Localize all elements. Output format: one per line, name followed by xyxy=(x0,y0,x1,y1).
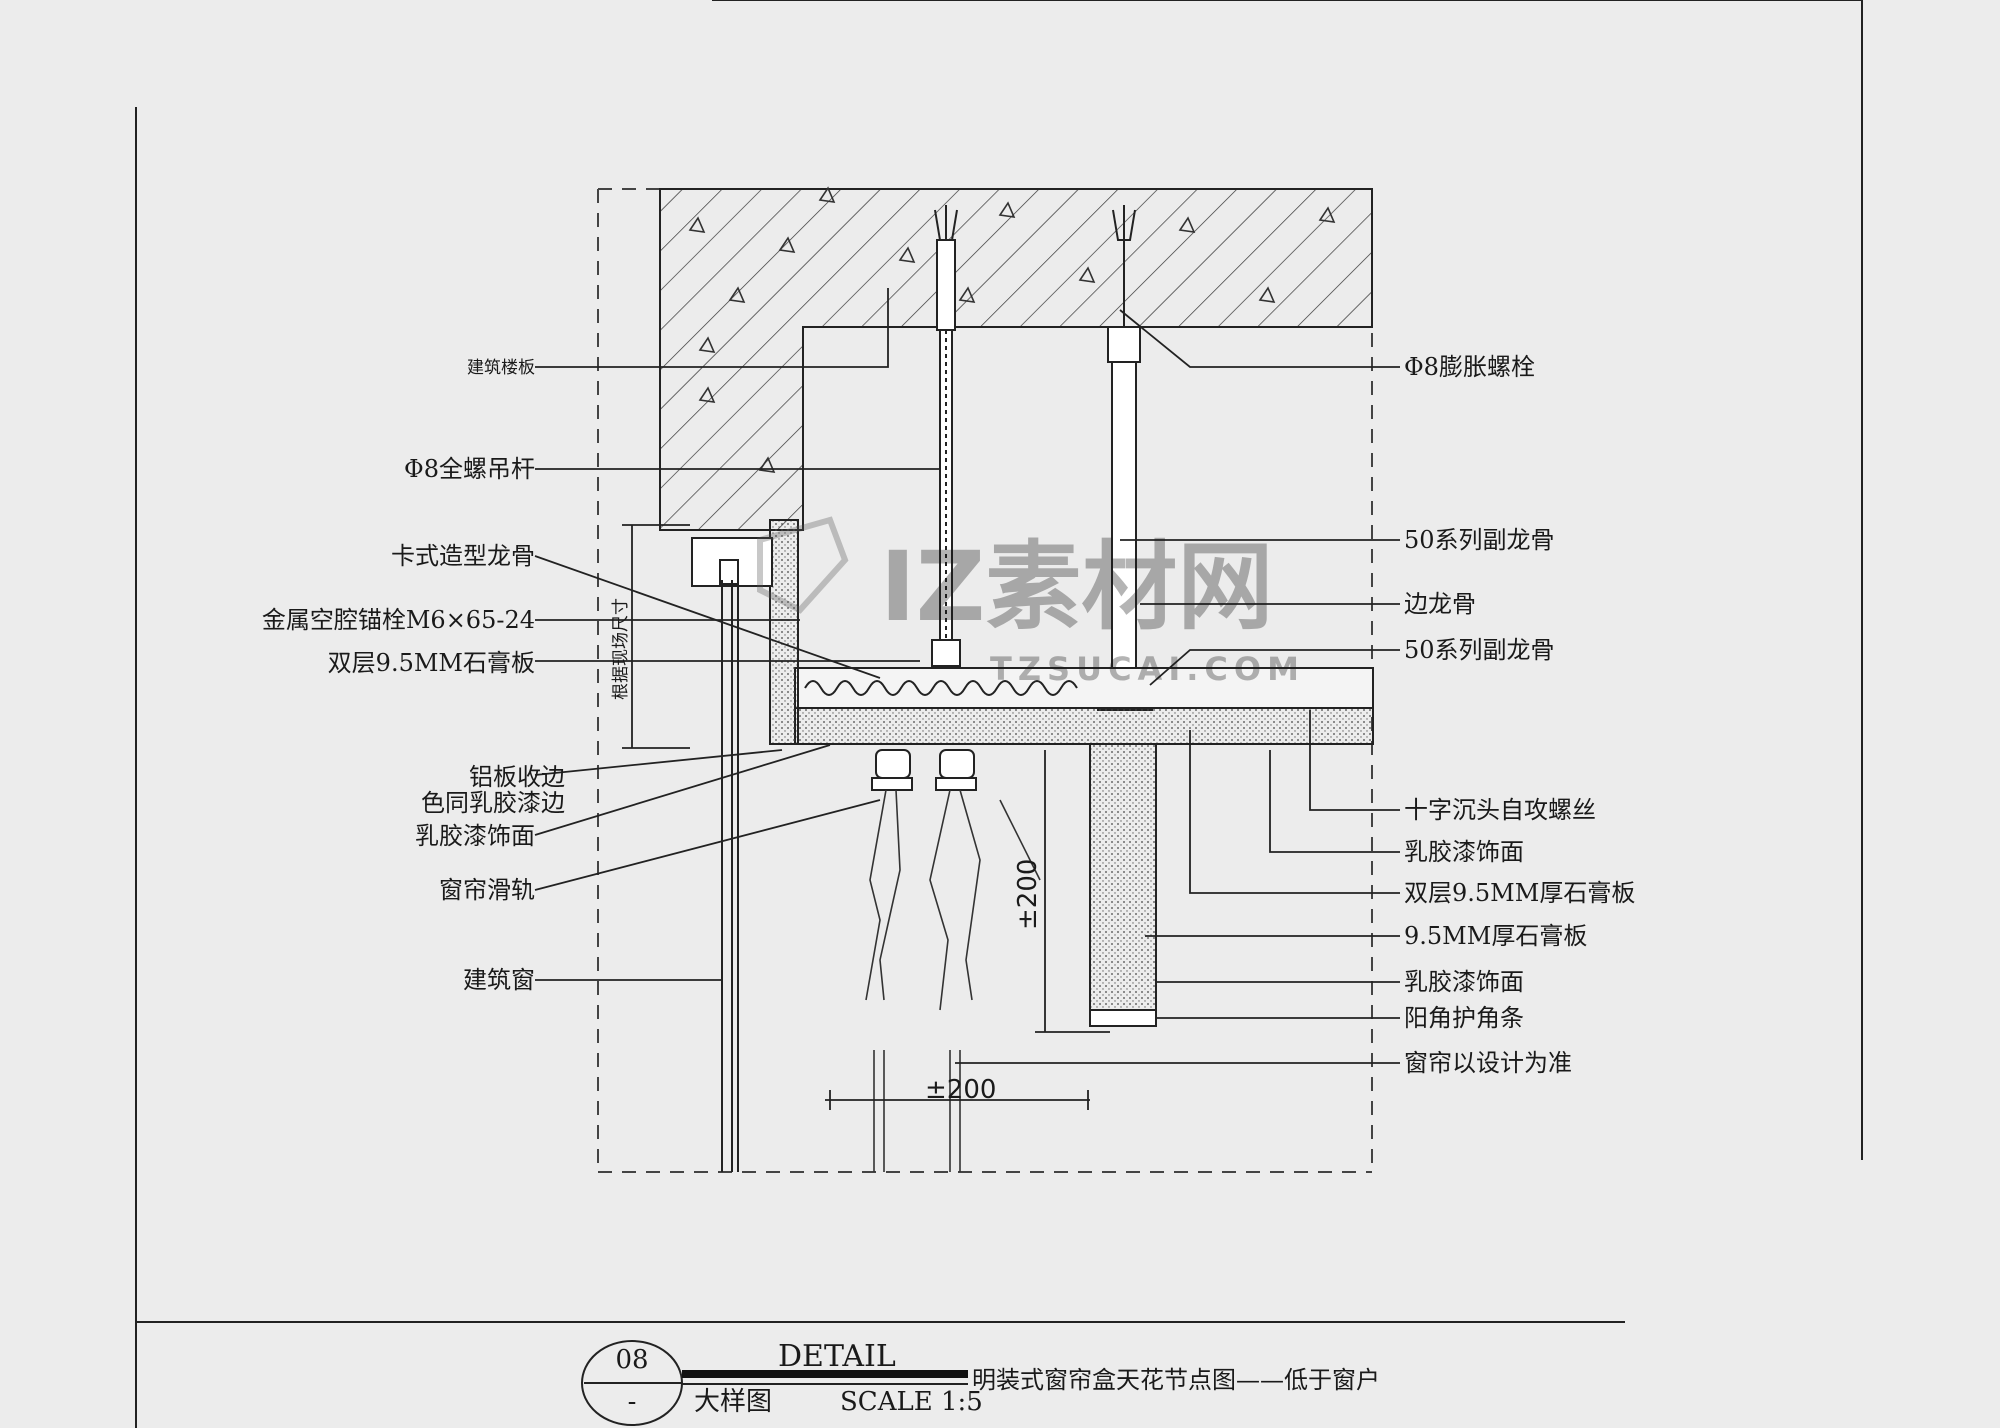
curtain-box-side xyxy=(691,519,799,745)
sheet-frame xyxy=(135,0,1863,1428)
detail-number: 08 xyxy=(615,1345,648,1375)
label-secondary-keel-2: 50系列副龙骨 xyxy=(1404,636,1555,664)
watermark-logo-icon xyxy=(757,516,849,614)
curtain-folds xyxy=(865,789,1041,1172)
label-single-gypsum: 9.5MM厚石膏板 xyxy=(1404,922,1587,950)
watermark-brand: IZ素材网 xyxy=(880,531,1273,643)
label-card-keel: 卡式造型龙骨 xyxy=(391,542,535,570)
watermark: IZ素材网 TZSUCAI.COM xyxy=(757,516,1305,688)
label-latex-finish-left: 乳胶漆饰面 xyxy=(415,822,535,850)
dimension-horizontal: ±200 xyxy=(925,1075,996,1105)
label-countersunk-screw: 十字沉头自攻螺丝 xyxy=(1404,796,1596,824)
detail-scale: SCALE 1:5 xyxy=(840,1387,983,1417)
label-double-gypsum-thick: 双层9.5MM厚石膏板 xyxy=(1404,879,1635,907)
label-corner-guard: 阳角护角条 xyxy=(1404,1004,1524,1032)
label-latex-edge: 色同乳胶漆边 xyxy=(421,789,565,817)
leader-lines-right xyxy=(955,309,1400,1064)
label-building-window: 建筑窗 xyxy=(463,966,535,994)
detail-title-cn: 大样图 xyxy=(694,1387,772,1417)
detail-title-en: DETAIL xyxy=(778,1339,896,1374)
label-expansion-bolt: Φ8膨胀螺栓 xyxy=(1404,353,1535,381)
label-building-slab: 建筑楼板 xyxy=(467,358,535,378)
label-edge-keel: 边龙骨 xyxy=(1404,590,1476,618)
leader-lines-left xyxy=(534,288,940,981)
curtain-track xyxy=(871,749,977,791)
dimension-vertical: ±200 xyxy=(1013,859,1043,930)
label-threaded-rod: Φ8全螺吊杆 xyxy=(404,455,535,483)
ceiling-channel xyxy=(794,667,1374,709)
hanger-rod-left xyxy=(931,205,961,667)
label-anchor-bolt: 金属空腔锚栓M6×65-24 xyxy=(262,606,535,634)
label-curtain-by-design: 窗帘以设计为准 xyxy=(1404,1049,1572,1077)
label-aluminum-trim: 铝板收边 xyxy=(469,763,565,791)
dimension-lines xyxy=(622,524,1110,1110)
label-secondary-keel-1: 50系列副龙骨 xyxy=(1404,526,1555,554)
watermark-url: TZSUCAI.COM xyxy=(990,650,1305,688)
building-window xyxy=(721,580,739,1172)
concrete-slab xyxy=(659,186,1373,531)
vertical-site-note: 根据现场尺寸 xyxy=(611,598,631,700)
gypsum-board-ceiling xyxy=(794,707,1374,1027)
label-double-gypsum: 双层9.5MM石膏板 xyxy=(328,649,535,677)
label-curtain-track: 窗帘滑轨 xyxy=(439,876,535,904)
detail-drawing-title: 明装式窗帘盒天花节点图——低于窗户 xyxy=(972,1366,1380,1394)
labels-left: 建筑楼板 Φ8全螺吊杆 卡式造型龙骨 金属空腔锚栓M6×65-24 双层9.5M… xyxy=(262,358,565,994)
label-latex-finish-right-1: 乳胶漆饰面 xyxy=(1404,838,1524,866)
labels-right: Φ8膨胀螺栓 50系列副龙骨 边龙骨 50系列副龙骨 十字沉头自攻螺丝 乳胶漆饰… xyxy=(1404,353,1635,1077)
sheet-number: - xyxy=(628,1387,637,1417)
title-block: 08 - DETAIL 大样图 SCALE 1:5 明装式窗帘盒天花节点图——低… xyxy=(581,1339,1380,1426)
label-latex-finish-right-2: 乳胶漆饰面 xyxy=(1404,968,1524,996)
